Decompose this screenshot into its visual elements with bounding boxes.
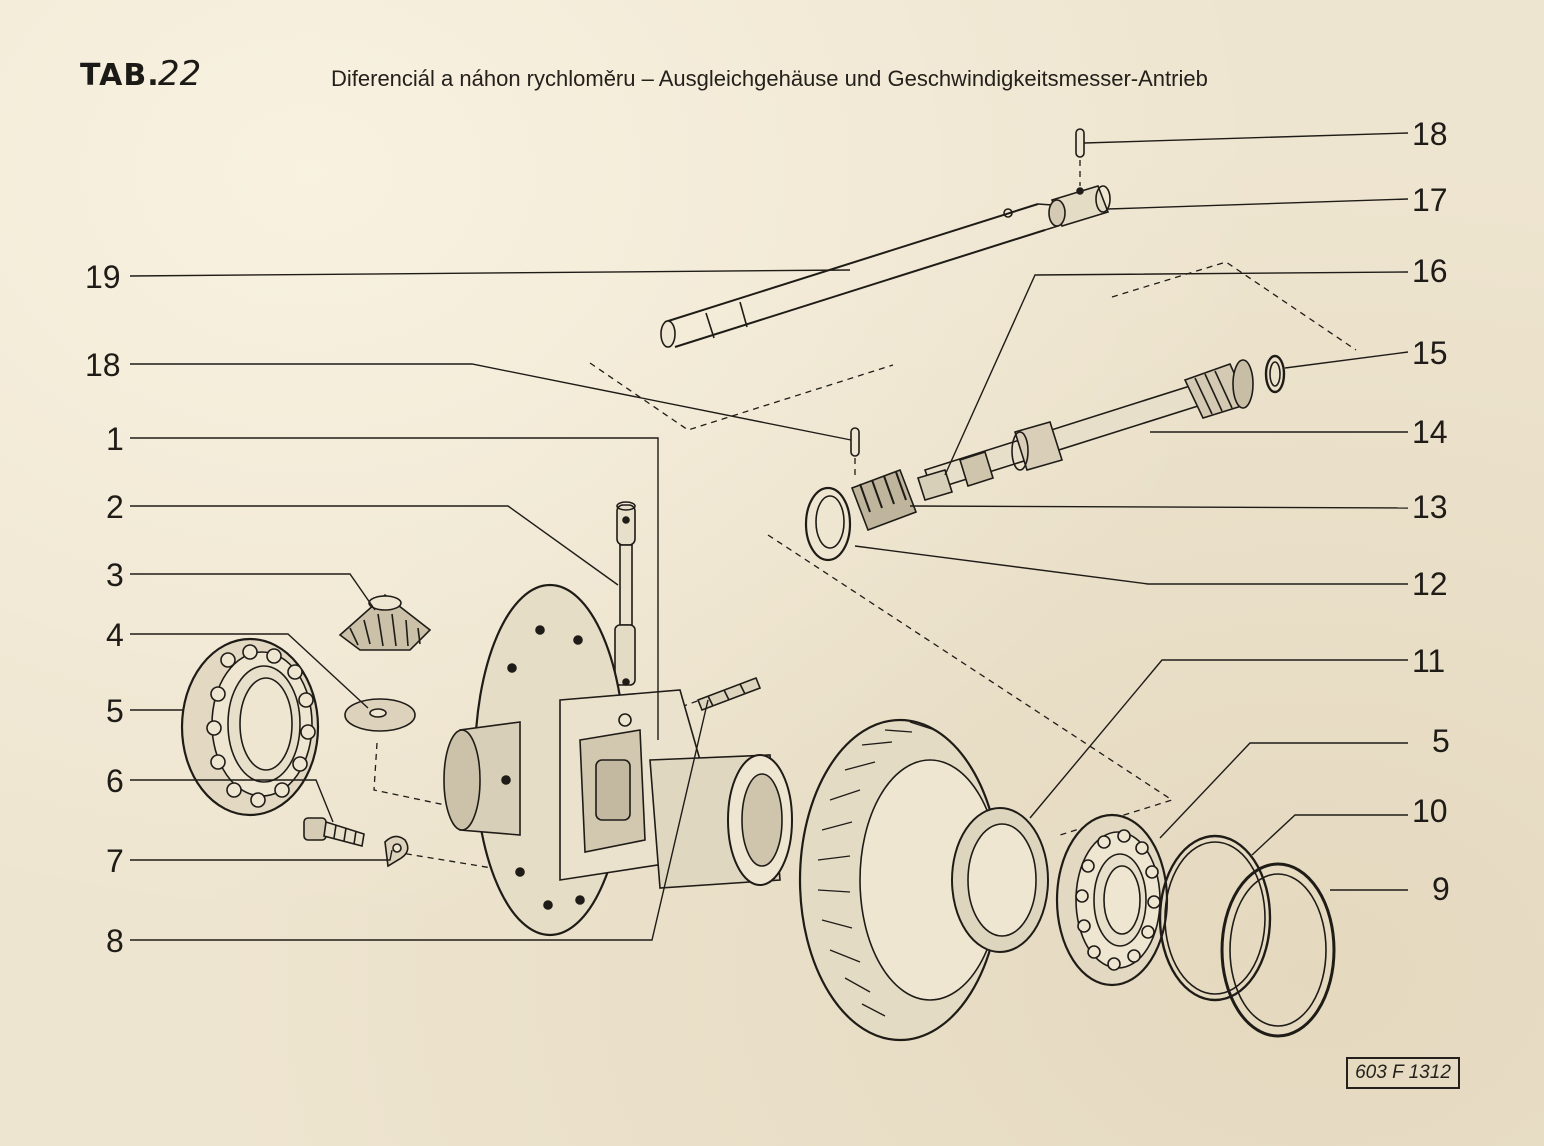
crown-wheel-gear — [798, 718, 1002, 1042]
part-1-differential-housing — [443, 583, 793, 937]
part-14-drive-shaft — [923, 359, 1254, 491]
callout-8: 8 — [106, 923, 124, 959]
part-12-thrust-washer — [804, 486, 852, 562]
drawing-number: 603 F 1312 — [1346, 1057, 1460, 1089]
part-10-shim-ring — [1158, 834, 1272, 1002]
part-19-speedometer-shaft — [660, 203, 1059, 348]
callout-labels: 18 17 19 16 18 15 1 14 2 13 3 12 4 11 5 … — [85, 116, 1450, 959]
part-11-spacer-ring — [951, 807, 1049, 953]
callout-18-left: 18 — [85, 347, 121, 383]
callout-4: 4 — [106, 617, 124, 653]
part-3-bevel-gear — [338, 593, 432, 651]
callout-5-right: 5 — [1432, 723, 1450, 759]
callout-18-top: 18 — [1412, 116, 1448, 152]
part-18-pin-top — [1075, 128, 1085, 158]
callout-11: 11 — [1412, 643, 1445, 679]
part-17-coupling-sleeve — [1048, 185, 1111, 227]
callout-6: 6 — [106, 763, 124, 799]
part-7-lock-plate — [384, 835, 409, 868]
tab-label: TAB. — [80, 58, 160, 93]
callout-16: 16 — [1412, 253, 1448, 289]
callout-14: 14 — [1412, 414, 1448, 450]
part-15-retaining-ring — [1264, 354, 1286, 394]
callout-7: 7 — [106, 843, 124, 879]
callout-9: 9 — [1432, 871, 1450, 907]
tab-number: 22 — [158, 54, 202, 94]
part-4-washer — [344, 698, 416, 732]
callout-15: 15 — [1412, 335, 1448, 371]
callout-1: 1 — [106, 421, 124, 457]
part-6-bolt — [303, 817, 365, 847]
page-title: Diferenciál a náhon rychloměru – Ausglei… — [331, 66, 1208, 91]
part-2-differential-shaft — [614, 501, 636, 686]
part-18-pin-left — [850, 427, 860, 457]
callout-3: 3 — [106, 557, 124, 593]
callout-2: 2 — [106, 489, 124, 525]
leader-lines — [129, 132, 1409, 941]
callout-17: 17 — [1412, 182, 1448, 218]
part-8-pin — [696, 676, 762, 712]
callout-5-left: 5 — [106, 693, 124, 729]
part-5-ball-bearing-right — [1055, 813, 1169, 987]
part-9-retaining-ring — [1220, 862, 1336, 1038]
callout-19: 19 — [85, 259, 121, 295]
part-13-pinion-gear — [850, 468, 954, 532]
callout-13: 13 — [1412, 489, 1448, 525]
callout-10: 10 — [1412, 793, 1448, 829]
part-5-ball-bearing-left — [180, 637, 320, 817]
callout-12: 12 — [1412, 566, 1448, 602]
